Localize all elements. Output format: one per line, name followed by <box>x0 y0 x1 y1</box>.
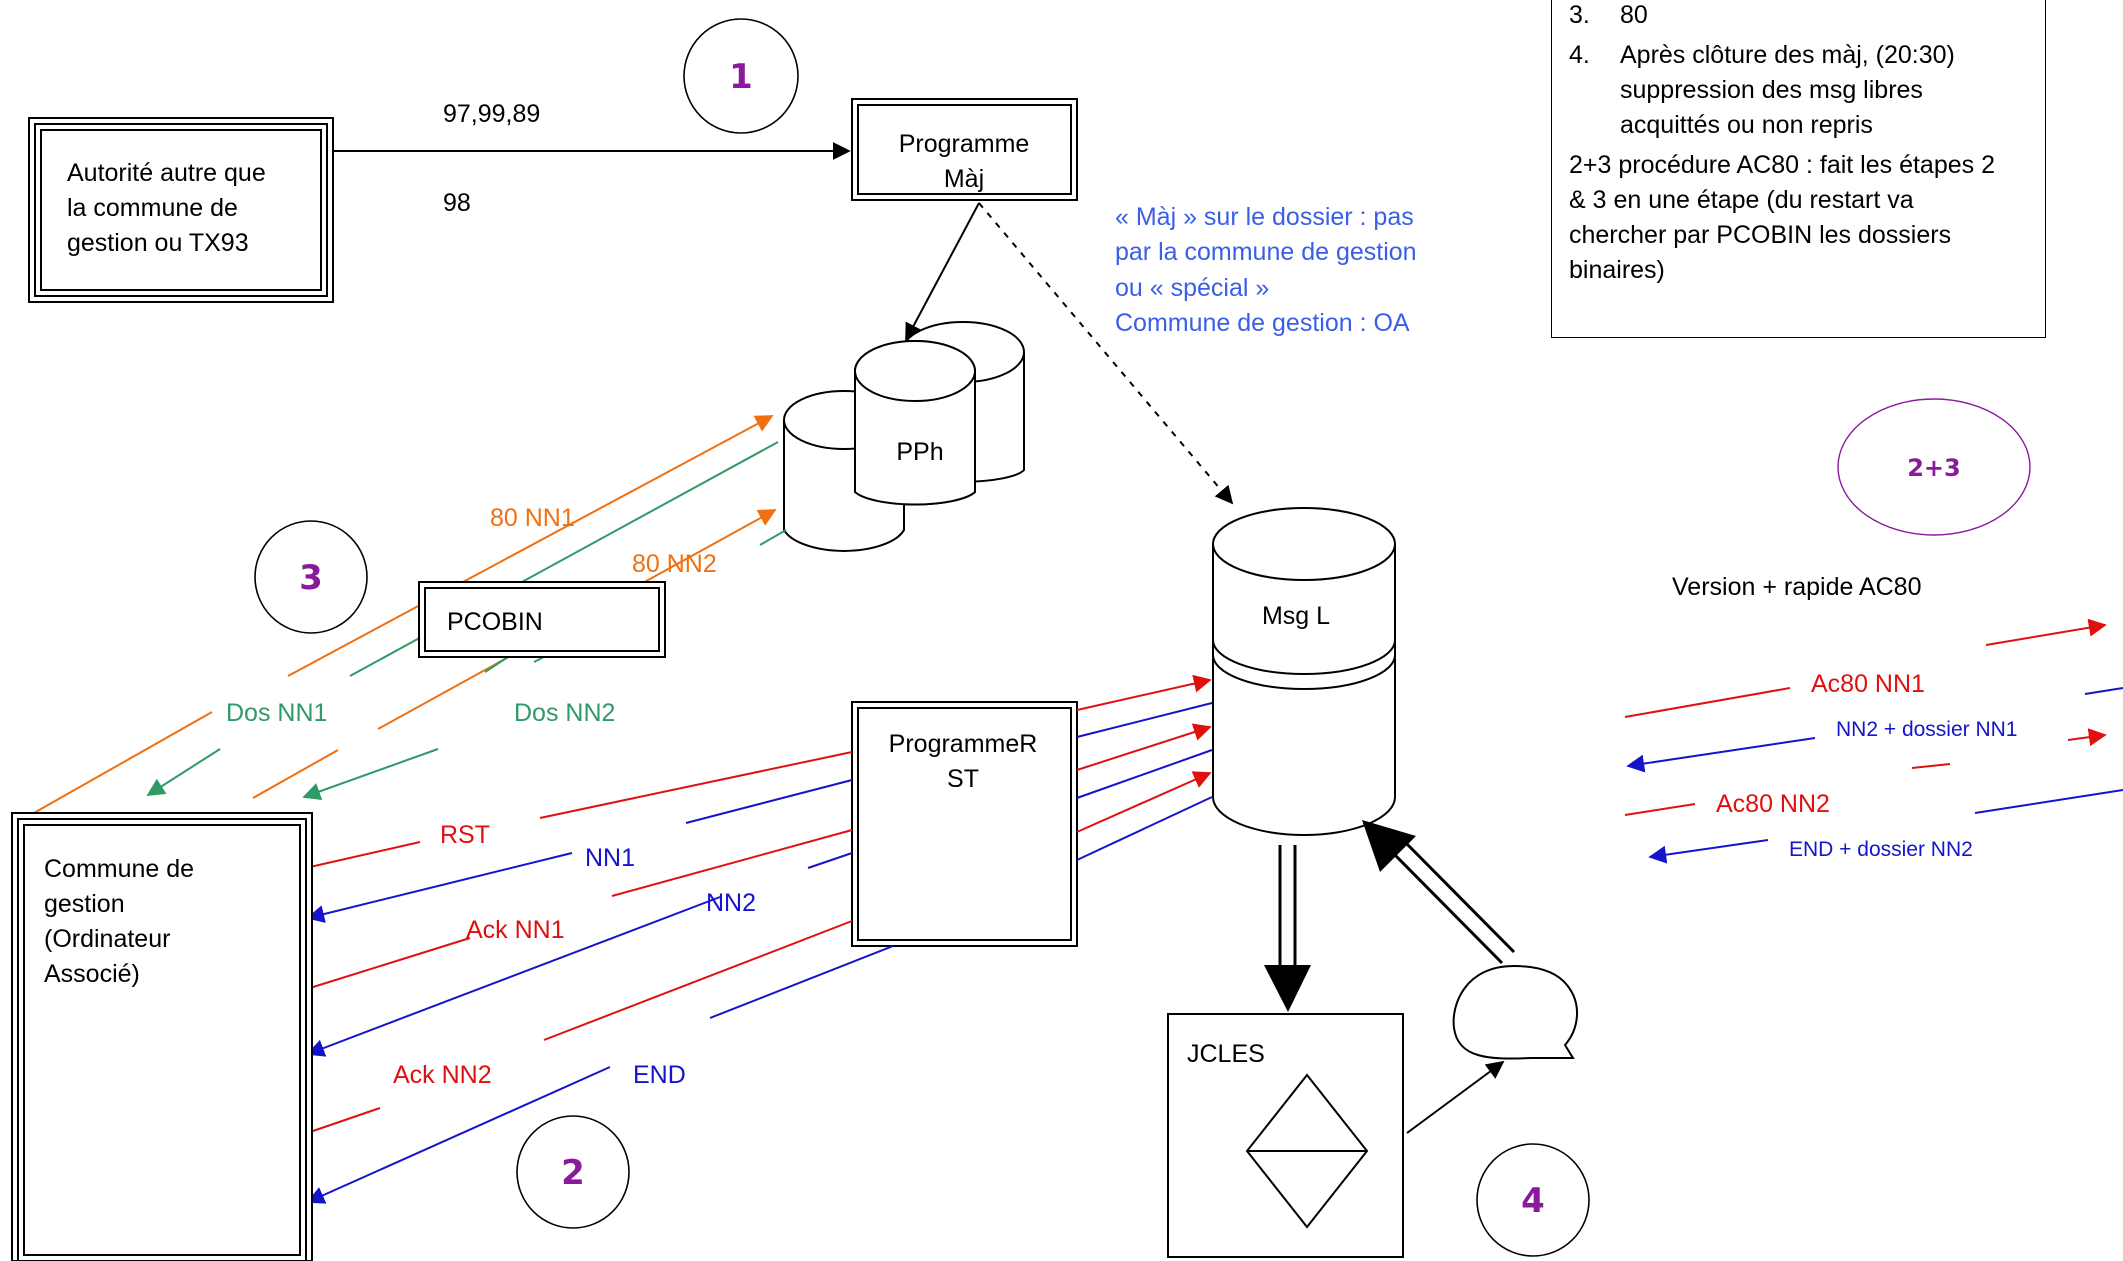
label-ack-nn2: Ack NN2 <box>393 1061 492 1089</box>
programme-maj-line-1: Programme <box>899 130 1030 158</box>
note-item-4-line-2: suppression des msg libres <box>1620 76 1923 104</box>
codes-top: 97,99,89 <box>443 100 540 128</box>
label-ack-nn1: Ack NN1 <box>466 916 565 944</box>
programme-rst-line-1: ProgrammeR <box>889 730 1038 758</box>
arrow-programme-to-pph <box>905 202 980 342</box>
arrow-loop-to-msg <box>1362 820 1516 965</box>
note-item-3-number: 3. <box>1569 1 1590 29</box>
note-blue-line-2: par la commune de gestion <box>1115 238 1417 266</box>
arrow-msg-to-jcles <box>1264 845 1311 1012</box>
source-line-2: la commune de <box>67 194 238 222</box>
notes-box: 3. 80 4. Après clôture des màj, (20:30) … <box>1551 0 2046 338</box>
commune-line-3: (Ordinateur <box>44 925 170 953</box>
note-extra-line-2: & 3 en une étape (du restart va <box>1569 186 1914 214</box>
step-4-number: 4 <box>1521 1181 1545 1221</box>
note-item-3-text: 80 <box>1620 1 1648 29</box>
note-item-4-number: 4. <box>1569 41 1590 69</box>
programme-rst-box: ProgrammeR ST <box>851 701 1078 947</box>
programme-rst-line-2: ST <box>947 765 979 793</box>
note-item-4-line-3: acquittés ou non repris <box>1620 111 1873 139</box>
speech-bubble-icon <box>1452 964 1579 1060</box>
note-extra-line-1: 2+3 procédure AC80 : fait les étapes 2 <box>1569 151 1995 179</box>
codes-bottom: 98 <box>443 189 471 217</box>
label-dos-nn2: Dos NN2 <box>514 699 615 727</box>
commune-line-1: Commune de <box>44 855 194 883</box>
step-3-circle <box>254 520 368 634</box>
source-line-3: gestion ou TX93 <box>67 229 249 257</box>
step-3-number: 3 <box>299 558 323 598</box>
label-rst: RST <box>440 821 490 849</box>
step-4-circle <box>1476 1143 1590 1257</box>
jcles-box: JCLES <box>1167 1013 1404 1258</box>
label-80-nn2: 80 NN2 <box>632 550 717 578</box>
note-extra-line-3: chercher par PCOBIN les dossiers <box>1569 221 1952 249</box>
step-2-number: 2 <box>561 1153 585 1193</box>
note-blue-line-1: « Màj » sur le dossier : pas <box>1115 203 1414 231</box>
msg-label: Msg L <box>1262 602 1330 630</box>
fast-version-title: Version + rapide AC80 <box>1672 573 1921 601</box>
step-2-3-label: 2+3 <box>1907 454 1961 482</box>
label-80-nn1: 80 NN1 <box>490 504 575 532</box>
note-extra-line-4: binaires) <box>1569 256 1665 284</box>
pcobin-label: PCOBIN <box>447 608 543 636</box>
source-authority-box: Autorité autre que la commune de gestion… <box>28 117 334 303</box>
step-1-circle <box>683 18 799 134</box>
pph-label: PPh <box>896 438 943 466</box>
programme-maj-box: Programme Màj <box>851 98 1078 201</box>
arrow-jcles-to-bubble <box>1406 1060 1505 1134</box>
commune-line-4: Associé) <box>44 960 140 988</box>
step-2-circle <box>516 1115 630 1229</box>
label-dos-nn1: Dos NN1 <box>226 699 327 727</box>
pcobin-flows <box>17 415 787 823</box>
note-blue-line-4: Commune de gestion : OA <box>1115 309 1410 337</box>
label-nn2-dossier: NN2 + dossier NN1 <box>1836 718 2017 741</box>
pph-database: PPh <box>783 321 1025 552</box>
label-nn2: NN2 <box>706 889 756 917</box>
rst-msg-flows <box>1076 674 1213 861</box>
pcobin-box: PCOBIN <box>418 581 666 658</box>
commune-line-2: gestion <box>44 890 125 918</box>
jcles-label: JCLES <box>1187 1040 1265 1068</box>
source-line-1: Autorité autre que <box>67 159 266 187</box>
dashed-arrow-programme-to-msg <box>978 202 1234 505</box>
label-end: END <box>633 1061 686 1089</box>
label-end-dossier: END + dossier NN2 <box>1789 838 1973 861</box>
step-2-3-ellipse <box>1837 398 2031 536</box>
label-ac80-nn1: Ac80 NN1 <box>1811 670 1925 698</box>
note-item-4-line-1: Après clôture des màj, (20:30) <box>1620 41 1955 69</box>
note-blue-line-3: ou « spécial » <box>1115 274 1269 302</box>
fast-version-flows <box>1624 618 2123 864</box>
programme-maj-line-2: Màj <box>944 165 984 193</box>
decision-diamond-icon <box>1245 1073 1369 1229</box>
commune-gestion-box: Commune de gestion (Ordinateur Associé) <box>11 812 313 1261</box>
msg-database: Msg L <box>1212 507 1396 836</box>
step-1-number: 1 <box>729 57 753 97</box>
commune-rst-flows <box>306 751 894 1204</box>
label-nn1: NN1 <box>585 844 635 872</box>
label-ac80-nn2: Ac80 NN2 <box>1716 790 1830 818</box>
